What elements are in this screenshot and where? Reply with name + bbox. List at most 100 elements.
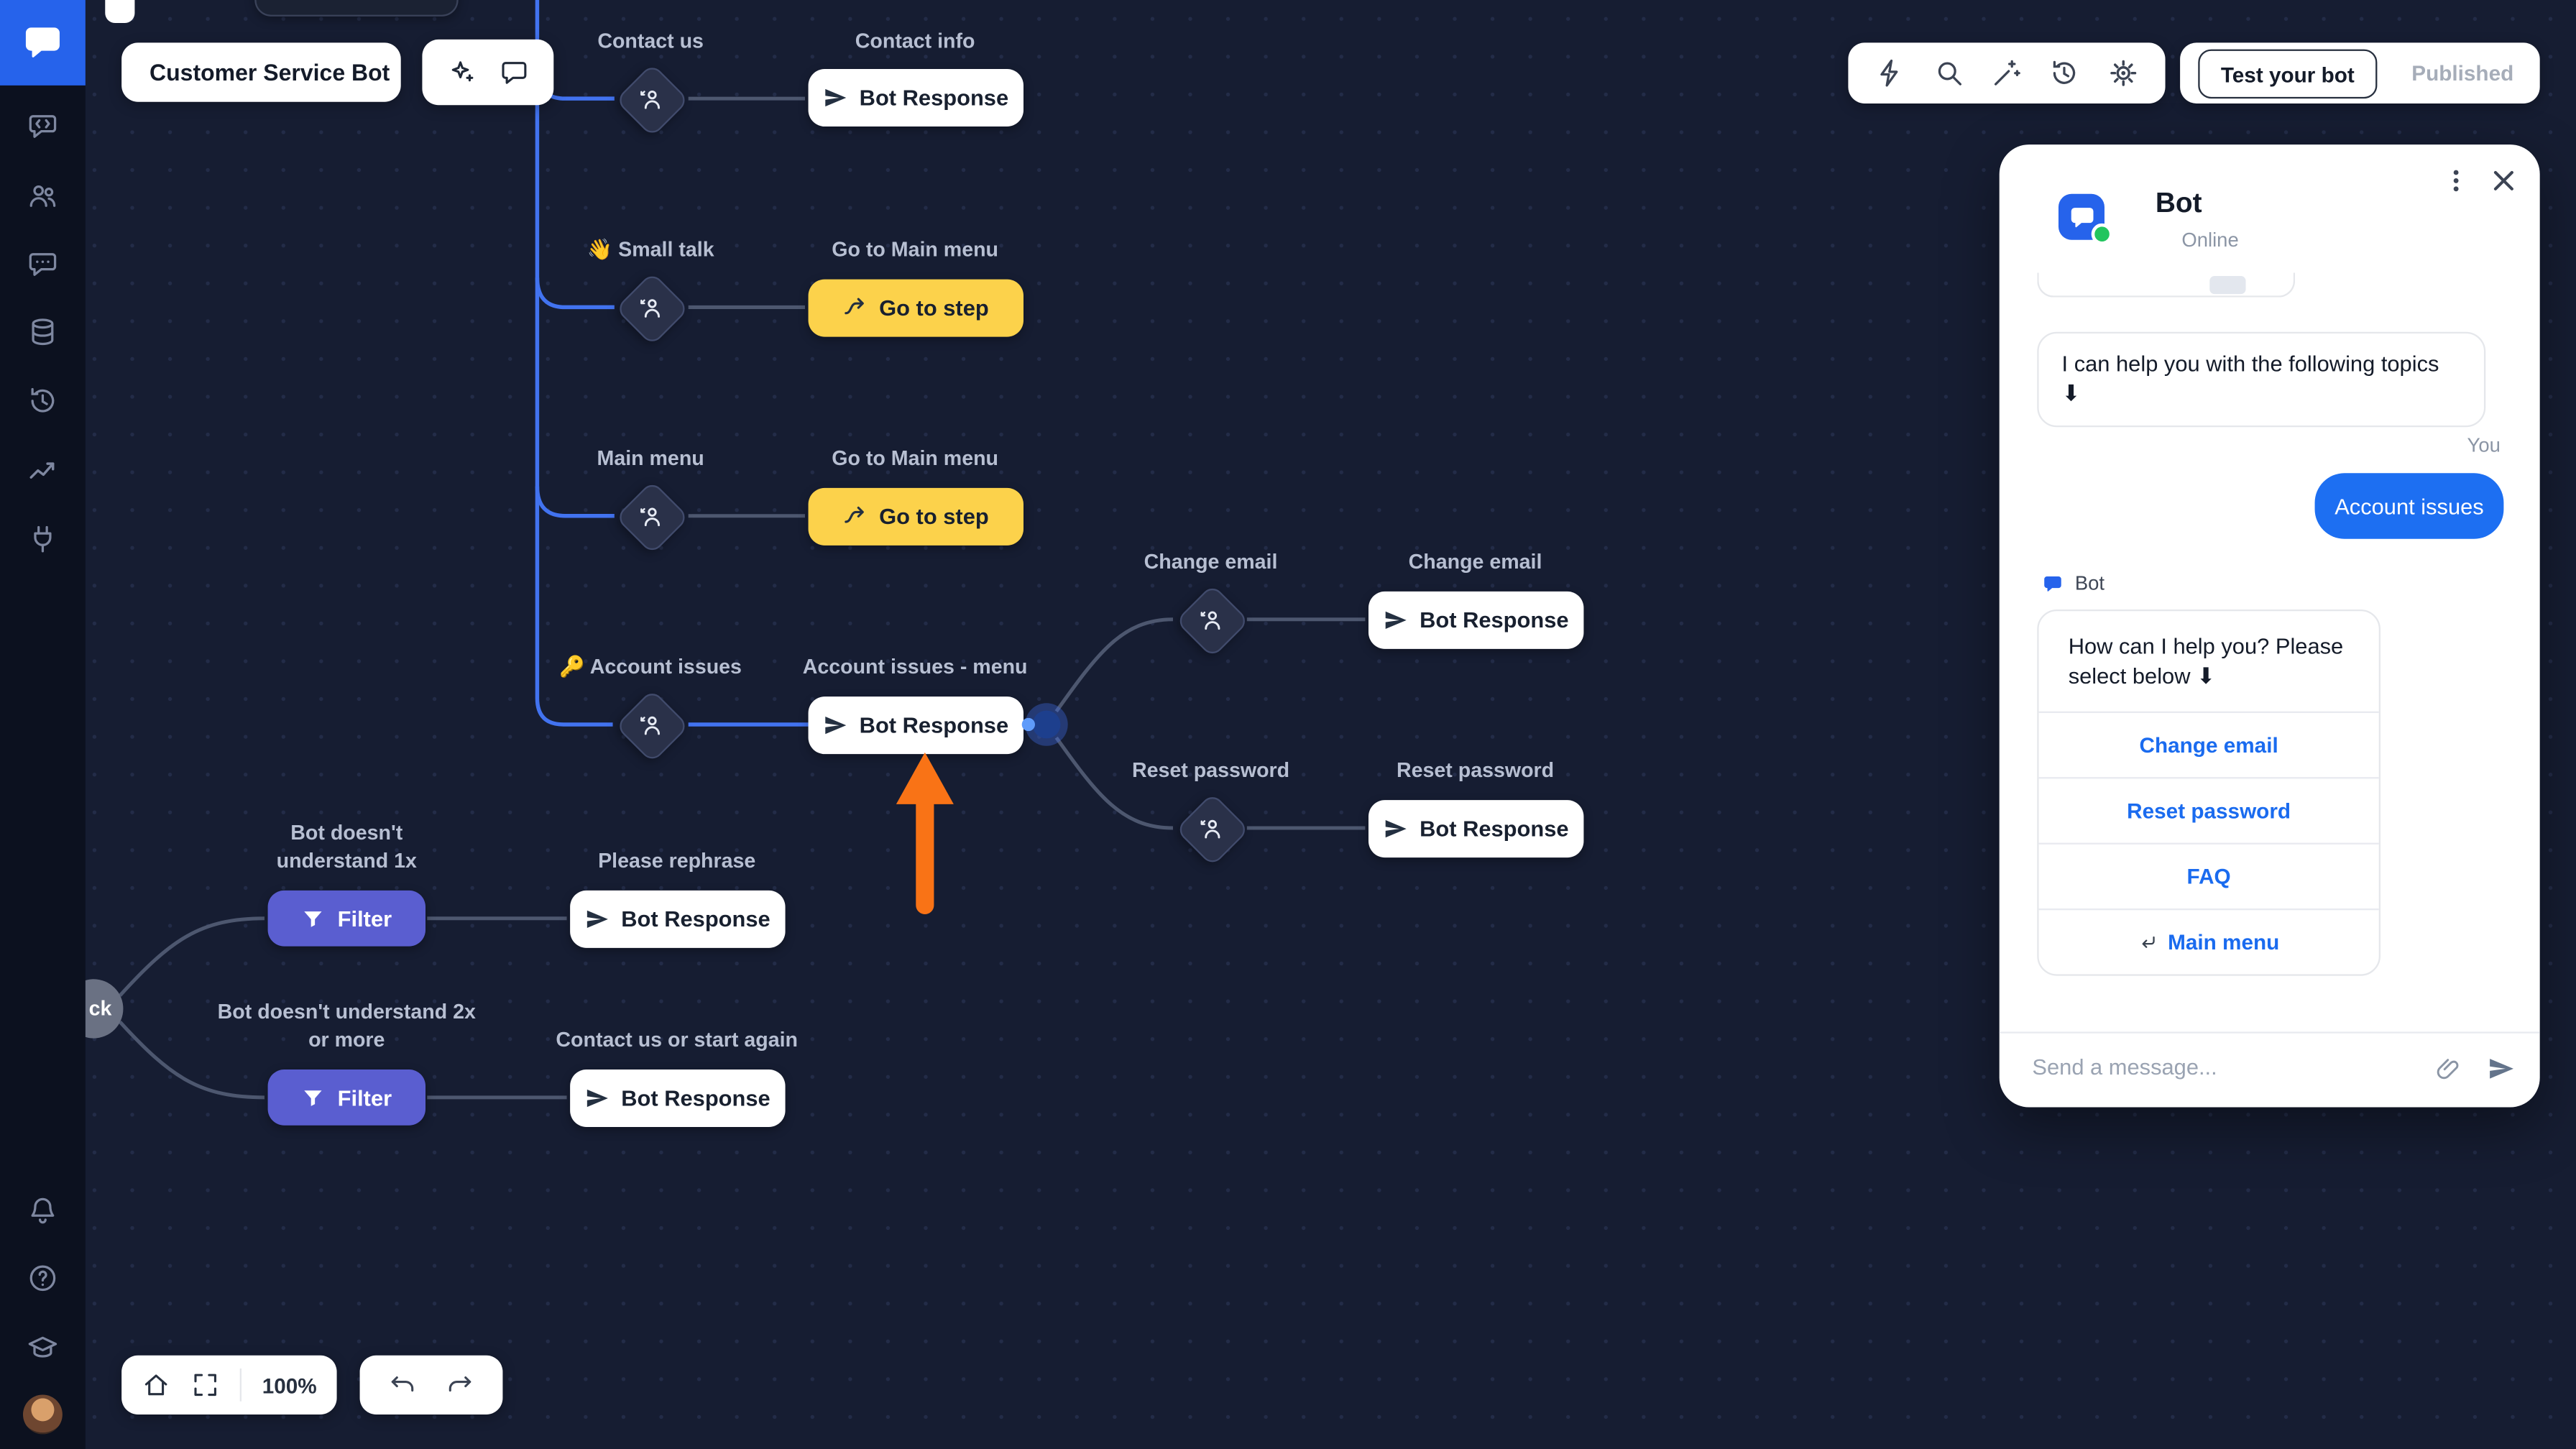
flow-node-user-input[interactable] (1175, 584, 1250, 658)
connector-port-selected (1021, 703, 1068, 746)
flow-node-bot-response[interactable]: Bot Response (1368, 800, 1584, 858)
attachment-icon[interactable] (2434, 1054, 2462, 1082)
node-label: Bot doesn't understand 2x or more (217, 1000, 476, 1052)
flow-node-user-input[interactable] (615, 271, 690, 346)
widget-close-icon[interactable] (2490, 167, 2517, 194)
send-plane-icon (1384, 608, 1408, 632)
widget-bot-status: Online (2181, 228, 2239, 252)
flow-node-go-to-step[interactable]: Go to step (808, 487, 1024, 546)
go-to-step-icon (843, 505, 868, 529)
integrations-icon[interactable] (27, 523, 60, 556)
user-input-icon (1197, 815, 1224, 842)
user-input-icon (638, 294, 664, 321)
published-button[interactable]: Published (2411, 60, 2514, 86)
help-icon[interactable] (27, 1261, 60, 1294)
version-history-icon[interactable] (2049, 58, 2080, 88)
bot-mini-icon (2042, 573, 2064, 594)
node-label: Reset password (1396, 758, 1555, 782)
send-message-icon[interactable] (2488, 1054, 2516, 1082)
flow-node-bot-response[interactable]: Bot Response (808, 68, 1024, 126)
flow-node-go-to-step[interactable]: Go to step (808, 279, 1024, 337)
node-label: Reset password (1131, 758, 1290, 782)
canvas-toolbar (1848, 42, 2166, 104)
divider (240, 1368, 242, 1402)
node-action-label: Filter (337, 1085, 392, 1110)
chat-bubble-icon[interactable] (500, 58, 530, 87)
pointer-arrow (896, 752, 954, 914)
chatbot-logo[interactable] (0, 0, 86, 86)
academy-icon[interactable] (27, 1333, 60, 1366)
home-icon[interactable] (142, 1370, 171, 1399)
zoom-level[interactable]: 100% (262, 1372, 317, 1397)
card-fragment (105, 0, 135, 23)
flow-node-user-input[interactable] (615, 63, 690, 138)
chat-preview-panel: Bot Online I can help you with the follo… (1999, 144, 2540, 1108)
node-label: Bot doesn't understand 1x (276, 821, 417, 873)
users-icon[interactable] (27, 179, 60, 212)
node-action-label: Bot Response (1420, 607, 1569, 632)
user-message-bubble: Account issues (2314, 473, 2504, 539)
lightning-icon[interactable] (1875, 58, 1906, 88)
flow-node-bot-response[interactable]: Bot Response (570, 1069, 786, 1127)
scrolled-message-fragment (2037, 272, 2296, 298)
flow-node-user-input[interactable] (615, 689, 690, 763)
archives-icon[interactable] (27, 248, 60, 281)
option-label: Change email (2139, 733, 2278, 758)
send-plane-icon (1384, 816, 1408, 841)
send-plane-icon (823, 713, 847, 737)
flow-node-user-input[interactable] (1175, 792, 1250, 867)
test-your-bot-button[interactable]: Test your bot (2198, 49, 2378, 99)
ai-tools-card (422, 39, 554, 106)
chats-icon[interactable] (27, 110, 60, 143)
node-action-label: Bot Response (621, 906, 770, 932)
node-label: Contact us or start again (556, 1028, 798, 1052)
app-sidebar (0, 0, 86, 1449)
magic-wand-icon[interactable] (1991, 58, 2022, 88)
menu-option-faq[interactable]: FAQ (2038, 843, 2379, 909)
message-input[interactable] (2028, 1053, 2414, 1081)
widget-bot-title: Bot (2155, 187, 2202, 218)
node-label: 👋 Small talk (586, 238, 714, 262)
node-label: Go to Main menu (832, 238, 999, 262)
settings-gear-icon[interactable] (2107, 58, 2138, 88)
option-label: Reset password (2127, 799, 2291, 824)
send-plane-icon (585, 907, 610, 932)
bot-label-row: Bot (2042, 571, 2104, 594)
filter-icon (301, 906, 326, 931)
chatbot-logo-icon (2068, 203, 2096, 231)
sparkles-icon[interactable] (446, 58, 476, 87)
analytics-icon[interactable] (27, 454, 60, 487)
flow-node-bot-response-selected[interactable]: Bot Response (808, 696, 1024, 755)
node-action-label: Bot Response (859, 712, 1009, 738)
notifications-bell-icon[interactable] (27, 1195, 60, 1228)
user-avatar[interactable] (22, 1394, 63, 1435)
menu-option-main-menu[interactable]: Main menu (2038, 908, 2379, 975)
undo-icon[interactable] (387, 1370, 417, 1399)
stories-icon[interactable] (27, 316, 60, 349)
bot-menu-card: How can I help you? Please select below … (2037, 609, 2380, 977)
menu-option-reset-password[interactable]: Reset password (2038, 778, 2379, 843)
search-icon[interactable] (1933, 58, 1964, 88)
reports-icon[interactable] (27, 385, 60, 418)
menu-option-change-email[interactable]: Change email (2038, 712, 2379, 778)
flow-node-bot-response[interactable]: Bot Response (1368, 591, 1584, 649)
fit-screen-icon[interactable] (191, 1370, 221, 1399)
flow-node-bot-response-cutoff[interactable]: Bot Response (254, 0, 459, 17)
widget-input-bar (1999, 1031, 2540, 1107)
widget-menu-icon[interactable] (2443, 167, 2470, 194)
flow-node-filter[interactable]: Filter (267, 890, 426, 947)
bot-menu-prompt: How can I help you? Please select below … (2068, 634, 2344, 689)
flow-node-user-input[interactable] (615, 480, 690, 555)
user-input-icon (638, 86, 664, 112)
node-label: Main menu (597, 446, 704, 470)
node-action-label: Bot Response (859, 85, 1009, 111)
flow-node-bot-response[interactable]: Bot Response (570, 890, 786, 948)
flow-node-filter[interactable]: Filter (267, 1069, 426, 1126)
node-action-label: Go to step (879, 295, 989, 321)
you-label: You (2467, 433, 2501, 457)
history-controls (359, 1355, 503, 1414)
bot-title-card[interactable]: Customer Service Bot (121, 42, 401, 102)
publish-actions-card: Test your bot Published (2180, 42, 2540, 104)
redo-icon[interactable] (445, 1370, 474, 1399)
